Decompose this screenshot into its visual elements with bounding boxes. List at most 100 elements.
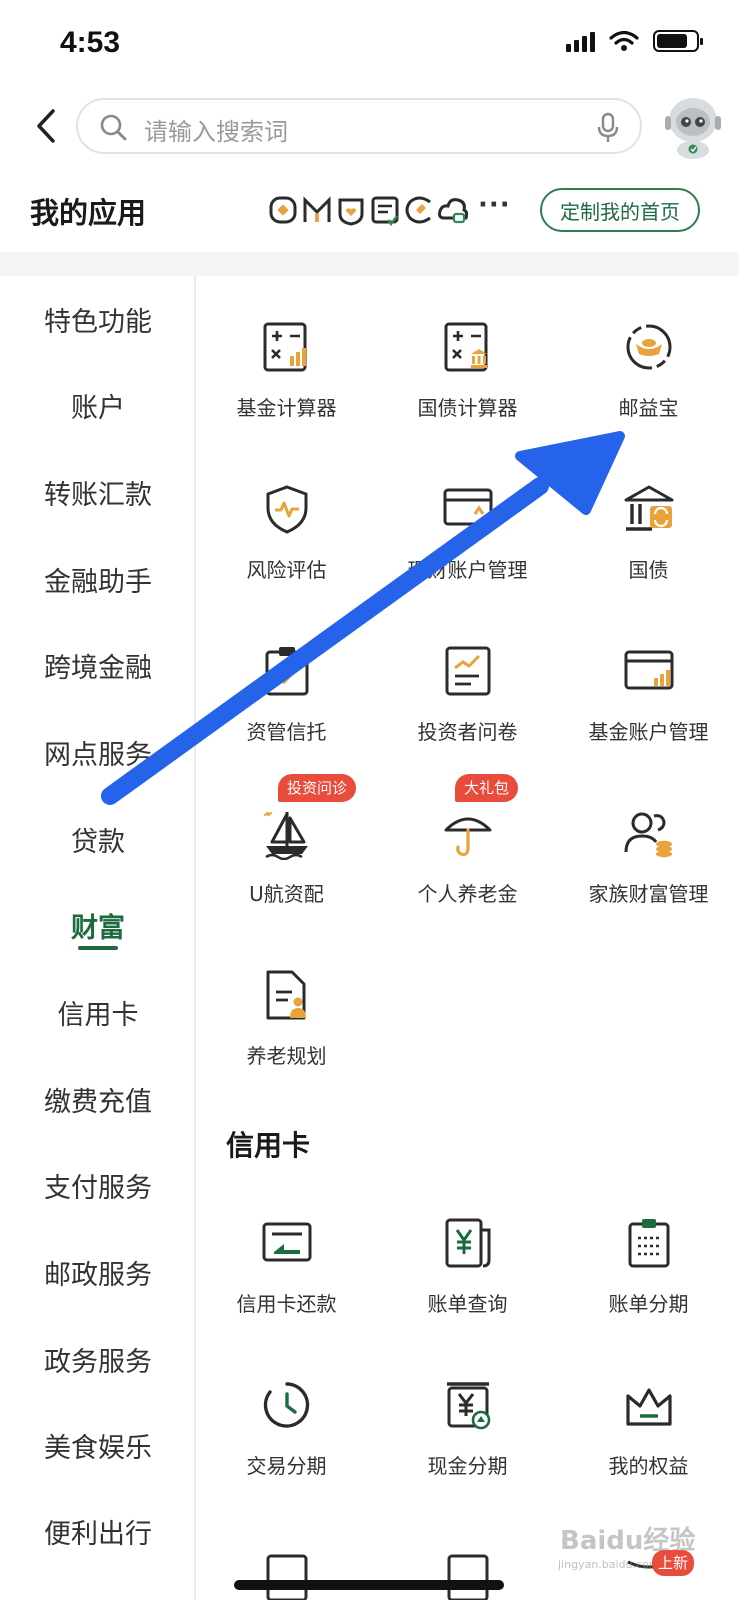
section-divider (0, 252, 739, 276)
microphone-icon[interactable] (596, 112, 620, 144)
item-label: 现金分期 (427, 1454, 508, 1478)
item-label: 交易分期 (246, 1454, 327, 1478)
umbrella-icon (444, 817, 492, 856)
item-label: U航资配 (249, 882, 324, 906)
transaction-installment-item[interactable]: 交易分期 (196, 1334, 377, 1484)
my-benefits-item[interactable]: 我的权益 (558, 1334, 739, 1484)
asset-management-trust-item[interactable]: 资管信托 (196, 600, 377, 750)
bill-inquiry-item[interactable]: 账单查询 (377, 1172, 558, 1322)
gold-ingot-icon (626, 324, 672, 370)
signal-icon (566, 30, 595, 52)
sidebar-item-food-entertainment[interactable]: 美食娱乐 (44, 1433, 152, 1464)
family-coins-icon (624, 812, 672, 858)
active-indicator (78, 946, 118, 950)
fund-account-management-item[interactable]: 基金账户管理 (558, 600, 739, 750)
family-wealth-management-item[interactable]: 家族财富管理 (558, 762, 739, 912)
my-apps-title: 我的应用 (30, 196, 147, 230)
item-label: 风险评估 (246, 558, 327, 582)
shield-pulse-icon (266, 485, 308, 534)
crown-icon (626, 1388, 672, 1426)
home-indicator[interactable] (234, 1580, 504, 1590)
credit-card-repayment-item[interactable]: 信用卡还款 (196, 1172, 377, 1322)
item-label: 我的权益 (608, 1454, 689, 1478)
item-label: 个人养老金 (417, 882, 518, 906)
youyibao-item[interactable]: 邮益宝 (558, 276, 739, 426)
pinned-app-icon[interactable] (370, 192, 400, 228)
calculator-bank-icon (444, 322, 488, 372)
sidebar-item-wealth[interactable]: 财富 (71, 913, 125, 944)
sidebar-item-payment-services[interactable]: 支付服务 (44, 1173, 152, 1204)
category-sidebar: 特色功能 账户 转账汇款 金融助手 跨境金融 网点服务 贷款 财富 信用卡 缴费… (0, 276, 196, 1600)
item-label: 邮益宝 (618, 396, 679, 420)
wifi-icon (609, 30, 639, 51)
promo-badge: 大礼包 (455, 774, 519, 802)
item-label: 账单查询 (427, 1292, 508, 1316)
credit-card-section-title: 信用卡 (226, 1129, 311, 1162)
sidebar-item-credit-card[interactable]: 信用卡 (57, 1000, 139, 1031)
clipboard-check-icon (265, 647, 309, 696)
sidebar-item-featured[interactable]: 特色功能 (44, 307, 152, 338)
bond-calculator-item[interactable]: 国债计算器 (377, 276, 558, 426)
personal-pension-item[interactable]: 大礼包 个人养老金 (377, 762, 558, 912)
calendar-bill-icon (628, 1219, 670, 1268)
cash-yen-icon (447, 1382, 491, 1430)
sidebar-item-postal-services[interactable]: 邮政服务 (44, 1260, 152, 1291)
bank-building-icon (624, 485, 674, 531)
bill-yen-icon (445, 1218, 491, 1268)
item-label: 基金账户管理 (588, 720, 709, 744)
status-time: 4:53 (60, 26, 121, 59)
pinned-app-icon[interactable] (302, 192, 332, 228)
sidebar-item-loans[interactable]: 贷款 (71, 827, 125, 858)
sailboat-icon (263, 811, 308, 860)
retirement-planning-item[interactable]: 养老规划 (196, 924, 377, 1074)
robot-assistant-avatar[interactable] (660, 92, 726, 160)
sidebar-item-transfer[interactable]: 转账汇款 (44, 480, 152, 511)
sidebar-item-branch-services[interactable]: 网点服务 (44, 740, 152, 771)
pinned-app-icon[interactable] (438, 192, 468, 228)
sidebar-item-government-services[interactable]: 政务服务 (44, 1347, 152, 1378)
sidebar-item-finance-assistant[interactable]: 金融助手 (44, 567, 152, 598)
item-label: 理财账户管理 (407, 558, 528, 582)
sidebar-item-account[interactable]: 账户 (71, 393, 125, 424)
battery-icon (653, 30, 703, 52)
u-hang-allocation-item[interactable]: 投资问诊 U航资配 (196, 762, 377, 912)
item-label: 基金计算器 (236, 396, 337, 420)
item-label: 投资者问卷 (417, 720, 518, 744)
sidebar-item-travel[interactable]: 便利出行 (44, 1519, 152, 1550)
pinned-app-icon[interactable] (336, 192, 366, 228)
bill-installment-item[interactable]: 账单分期 (558, 1172, 739, 1322)
pinned-app-icon[interactable] (268, 192, 298, 228)
partial-item[interactable] (196, 1506, 377, 1600)
pinned-app-icon[interactable] (404, 192, 434, 228)
document-icon (266, 1554, 308, 1600)
status-bar: 4:53 (0, 0, 739, 88)
search-input[interactable]: 请输入搜索词 (76, 98, 642, 154)
pinned-apps-strip[interactable] (268, 192, 468, 228)
new-badge: 上新 (652, 1550, 695, 1576)
search-row: 请输入搜索词 (0, 92, 739, 162)
investor-questionnaire-item[interactable]: 投资者问卷 (377, 600, 558, 750)
search-placeholder: 请输入搜索词 (144, 118, 288, 146)
partial-item[interactable] (377, 1506, 558, 1600)
wallet-card-icon (443, 488, 493, 526)
sidebar-item-bill-payment[interactable]: 缴费充值 (44, 1087, 152, 1118)
treasury-bond-item[interactable]: 国债 (558, 438, 739, 588)
more-apps-dots[interactable]: ··· (478, 190, 511, 220)
customize-homepage-button[interactable]: 定制我的首页 (540, 188, 700, 232)
fund-calculator-item[interactable]: 基金计算器 (196, 276, 377, 426)
item-label: 账单分期 (608, 1292, 689, 1316)
watermark-url: jingyan.baidu.com (558, 1558, 660, 1571)
chevron-left-icon (37, 109, 55, 143)
item-label: 国债 (628, 558, 669, 582)
cash-installment-item[interactable]: 现金分期 (377, 1334, 558, 1484)
risk-assessment-item[interactable]: 风险评估 (196, 438, 377, 588)
item-label: 国债计算器 (417, 396, 518, 420)
document-elder-icon (266, 970, 306, 1020)
clock-cycle-icon (263, 1382, 310, 1428)
item-label: 养老规划 (246, 1044, 327, 1068)
card-chart-icon (624, 650, 674, 690)
sidebar-item-cross-border[interactable]: 跨境金融 (44, 653, 152, 684)
item-label: 家族财富管理 (588, 882, 709, 906)
back-button[interactable] (28, 104, 64, 148)
wealth-account-management-item[interactable]: 理财账户管理 (377, 438, 558, 588)
